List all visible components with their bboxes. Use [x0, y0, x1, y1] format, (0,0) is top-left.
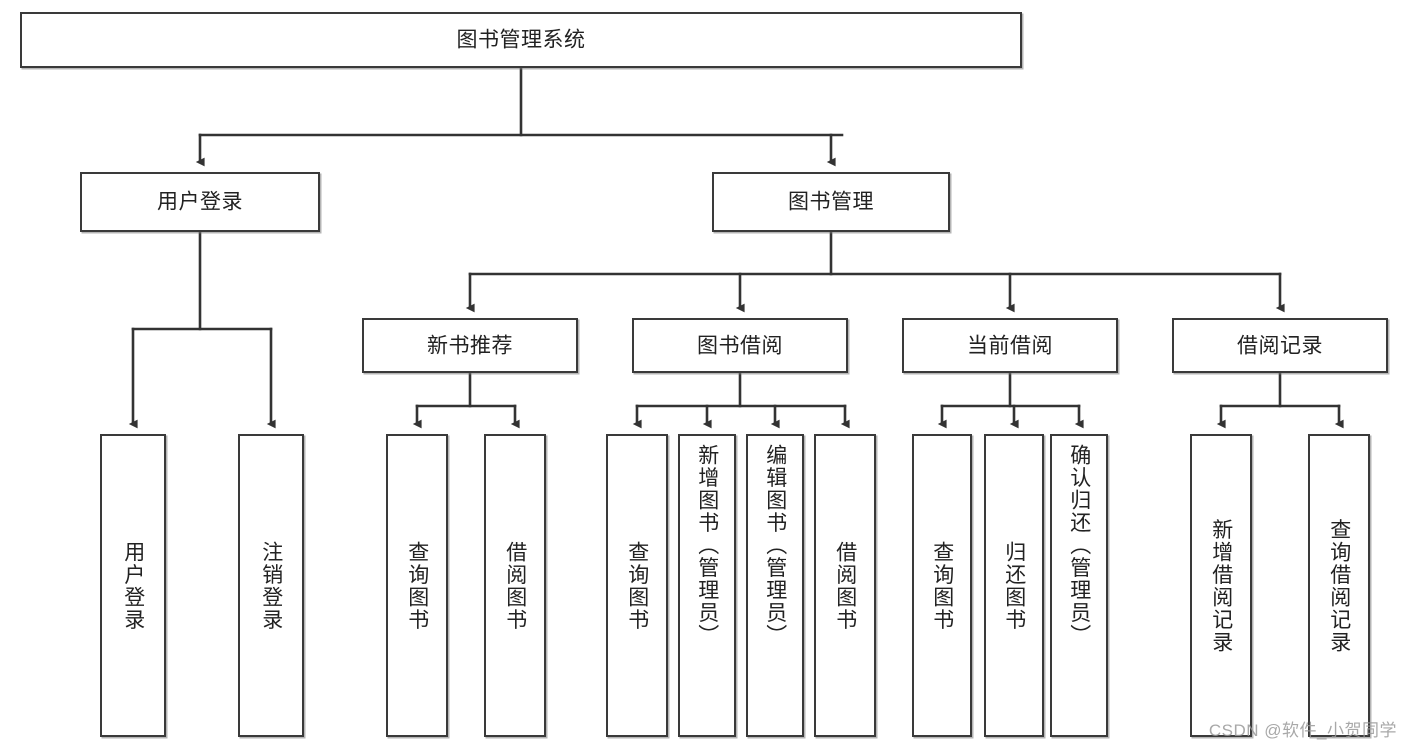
node-user-login-label: 用户登录	[157, 190, 243, 214]
node-leaf-query-record-label: 查询借阅记录	[1327, 518, 1351, 653]
edges-root-to-level2	[195, 66, 844, 167]
node-borrow-record-label: 借阅记录	[1237, 333, 1323, 357]
node-leaf-borrow-book-1[interactable]: 借阅图书	[484, 434, 546, 737]
node-current-borrow[interactable]: 当前借阅	[902, 318, 1118, 373]
node-leaf-add-record-label: 新增借阅记录	[1209, 518, 1233, 653]
edges-newbook-to-leaves	[412, 371, 520, 429]
node-book-borrow[interactable]: 图书借阅	[632, 318, 848, 373]
node-leaf-query-book-2-label: 查询图书	[625, 540, 649, 631]
node-leaf-add-book[interactable]: 新增图书（管理员）	[678, 434, 736, 737]
node-leaf-query-record[interactable]: 查询借阅记录	[1308, 434, 1370, 737]
node-leaf-user-login[interactable]: 用户登录	[100, 434, 166, 737]
node-leaf-user-login-label: 用户登录	[121, 540, 145, 631]
node-leaf-logout-login-label: 注销登录	[259, 540, 283, 631]
node-leaf-query-book-2[interactable]: 查询图书	[606, 434, 668, 737]
node-current-borrow-label: 当前借阅	[967, 333, 1053, 357]
node-leaf-query-book-3-label: 查询图书	[930, 540, 954, 631]
node-root-label: 图书管理系统	[456, 28, 586, 52]
node-book-management[interactable]: 图书管理	[712, 172, 950, 232]
node-leaf-return-book[interactable]: 归还图书	[984, 434, 1044, 737]
node-leaf-edit-book[interactable]: 编辑图书（管理员）	[746, 434, 804, 737]
edges-currentborrow-to-leaves	[937, 371, 1084, 429]
node-leaf-borrow-book-1-label: 借阅图书	[503, 540, 527, 631]
edges-bookmanagement-to-level3	[465, 230, 1285, 313]
node-leaf-logout-login[interactable]: 注销登录	[238, 434, 304, 737]
node-leaf-add-record[interactable]: 新增借阅记录	[1190, 434, 1252, 737]
node-new-book-recommend[interactable]: 新书推荐	[362, 318, 578, 373]
node-book-borrow-label: 图书借阅	[697, 333, 783, 357]
node-leaf-add-book-label: 新增图书（管理员）	[695, 444, 719, 647]
node-leaf-borrow-book-2[interactable]: 借阅图书	[814, 434, 876, 737]
node-borrow-record[interactable]: 借阅记录	[1172, 318, 1388, 373]
node-leaf-confirm-return[interactable]: 确认归还（管理员）	[1050, 434, 1108, 737]
node-leaf-query-book-3[interactable]: 查询图书	[912, 434, 972, 737]
node-user-login[interactable]: 用户登录	[80, 172, 320, 232]
node-root[interactable]: 图书管理系统	[20, 12, 1022, 68]
edges-bookborrow-to-leaves	[632, 371, 850, 429]
edges-userlogin-to-leaves	[128, 230, 276, 429]
edges-borrowrecord-to-leaves	[1216, 371, 1344, 429]
node-leaf-query-book-1[interactable]: 查询图书	[386, 434, 448, 737]
node-leaf-borrow-book-2-label: 借阅图书	[833, 540, 857, 631]
csdn-watermark: CSDN @软件_小贺同学	[1208, 721, 1397, 740]
node-leaf-return-book-label: 归还图书	[1002, 540, 1026, 631]
node-book-management-label: 图书管理	[788, 190, 874, 214]
node-new-book-recommend-label: 新书推荐	[427, 333, 513, 357]
node-leaf-query-book-1-label: 查询图书	[405, 540, 429, 631]
node-leaf-edit-book-label: 编辑图书（管理员）	[763, 444, 787, 647]
node-leaf-confirm-return-label: 确认归还（管理员）	[1067, 444, 1091, 647]
